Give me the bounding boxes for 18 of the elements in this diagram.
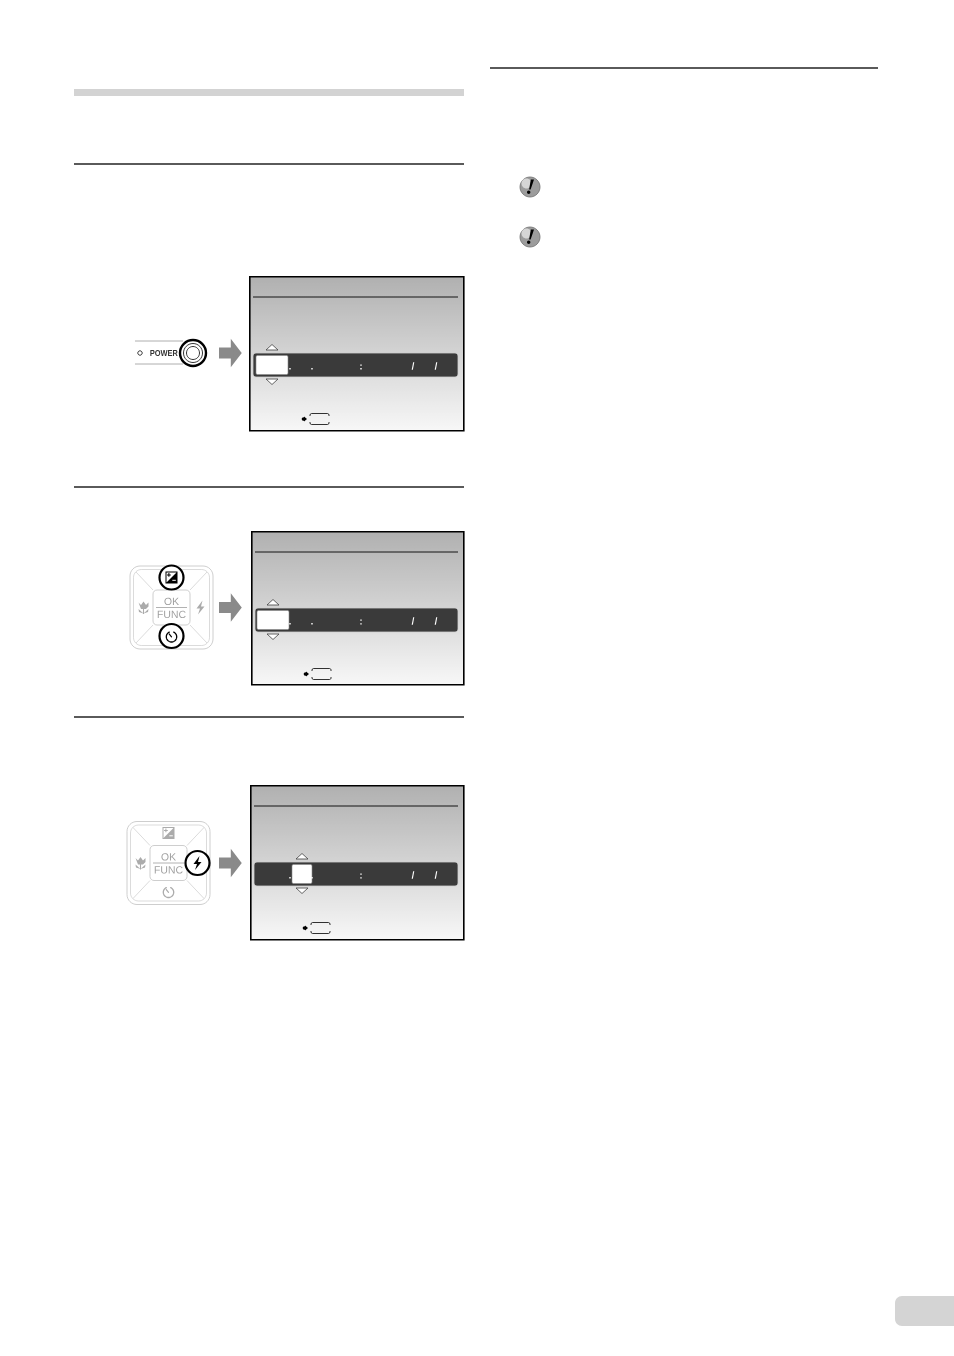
ok-func-button: OK FUNC [152, 589, 191, 626]
date-separator: . [311, 877, 313, 879]
date-separator: / [411, 871, 415, 879]
date-separator: . [289, 368, 291, 370]
date-separator: : [360, 364, 362, 370]
ok-func-button: OK FUNC [149, 845, 188, 881]
date-separator: . [311, 368, 313, 370]
date-separator: / [434, 617, 438, 625]
date-separator: / [434, 362, 438, 370]
date-separator: : [360, 873, 362, 879]
date-separator: / [434, 871, 438, 879]
date-separator: / [411, 362, 415, 370]
date-separator: . [289, 623, 291, 625]
power-label: POWER [150, 349, 178, 357]
date-separator: : [360, 619, 362, 625]
date-separator: / [411, 617, 415, 625]
date-separator: . [311, 623, 313, 625]
date-separator: . [289, 877, 291, 879]
